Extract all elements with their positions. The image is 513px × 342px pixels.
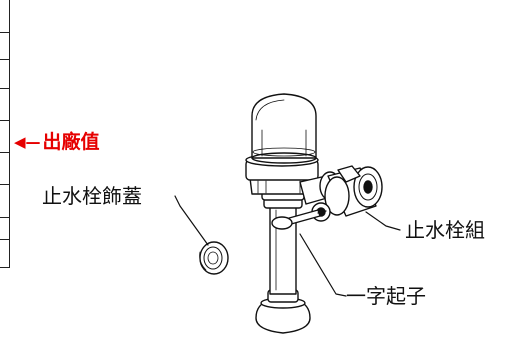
flat-screwdriver — [271, 209, 327, 230]
factory-setting-text: 出廠值 — [42, 131, 100, 153]
table-edge-fragment — [0, 0, 10, 270]
factory-setting-label: ◀— 出廠值 — [14, 133, 100, 152]
table-border — [9, 0, 10, 268]
table-rule — [0, 88, 9, 89]
flat-screwdriver-label: 一字起子 — [346, 284, 426, 308]
table-rule — [0, 32, 9, 33]
flush-valve-body — [245, 93, 319, 334]
left-arrow-icon: ◀— — [14, 133, 41, 151]
leader-lines — [174, 195, 401, 297]
stop-valve-cover-part — [199, 241, 229, 275]
table-rule — [0, 59, 9, 60]
table-rule — [0, 120, 9, 121]
stop-valve-assembly — [299, 165, 383, 222]
table-rule — [0, 239, 9, 240]
table-rule — [0, 217, 9, 218]
stop-valve-set-label: 止水栓組 — [405, 218, 485, 242]
table-rule — [0, 152, 9, 153]
table-rule — [0, 267, 9, 268]
table-rule — [0, 184, 9, 185]
stop-valve-cover-label: 止水栓飾蓋 — [42, 184, 142, 208]
